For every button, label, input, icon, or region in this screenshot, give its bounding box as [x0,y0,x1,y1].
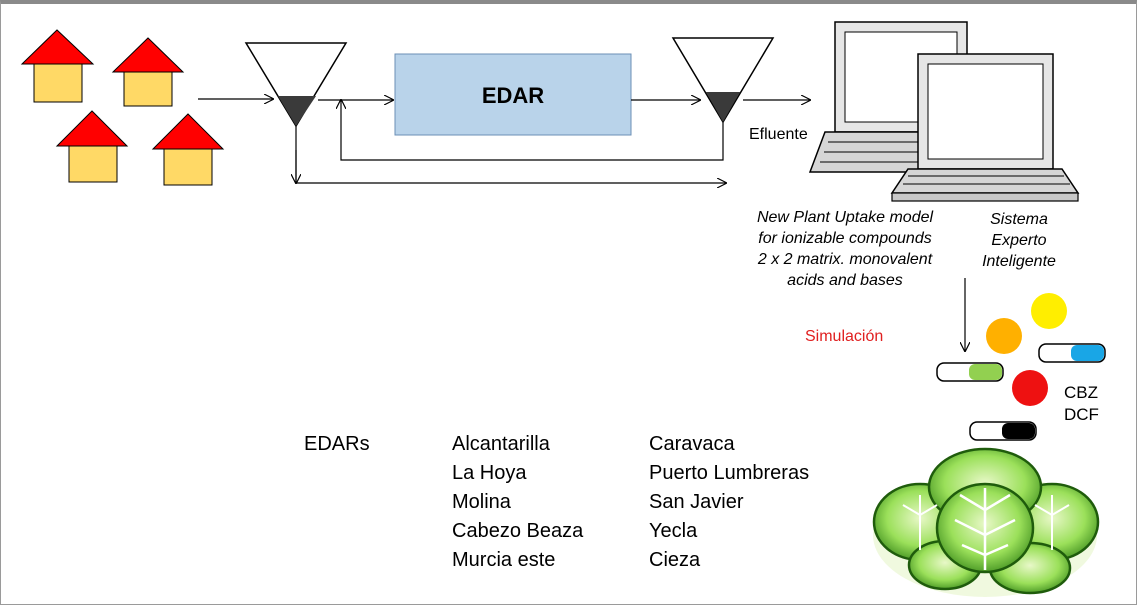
list-item: Cieza [649,549,701,571]
house-icon [55,110,129,183]
lettuce-icon [872,447,1100,597]
edars-heading: EDARs [304,433,370,455]
yellow-compound-circle [1031,293,1067,329]
list-item: Murcia este [452,549,556,571]
compound-label-cbz: CBZ [1064,383,1098,402]
list-item: Cabezo Beaza [452,520,584,542]
efluente-label: Efluente [749,126,808,143]
expert-system-label: Sistema Experto Inteligente [982,211,1056,270]
secondary-settler-icon [671,37,775,124]
house-icon [151,113,225,186]
orange-compound-circle [986,318,1022,354]
primary-settler-icon [244,42,348,128]
house-icon [20,29,95,103]
edars-list-col1: Alcantarilla La Hoya Molina Cabezo Beaza… [452,430,583,575]
edars-list-col2: Caravaca Puerto Lumbreras San Javier Yec… [649,430,809,575]
edar-box-label: EDAR [482,83,544,108]
list-item: Yecla [649,520,698,542]
house-icon [111,37,185,107]
compound-label-dcf: DCF [1064,405,1099,424]
list-item: Puerto Lumbreras [649,462,810,484]
list-item: Alcantarilla [452,433,550,455]
recirculation-line [341,100,724,161]
list-item: La Hoya [452,462,527,484]
list-item: Molina [452,491,511,513]
black-capsule-icon [969,421,1037,441]
model-description: New Plant Uptake model for ionizable com… [756,209,934,289]
blue-capsule-icon [1038,343,1106,363]
list-item: Caravaca [649,433,735,455]
simulation-label: Simulación [805,328,884,345]
list-item: San Javier [649,491,744,513]
red-compound-circle [1012,370,1048,406]
green-capsule-icon [936,362,1004,382]
computer-icon [890,53,1080,202]
edar-box [394,53,632,136]
